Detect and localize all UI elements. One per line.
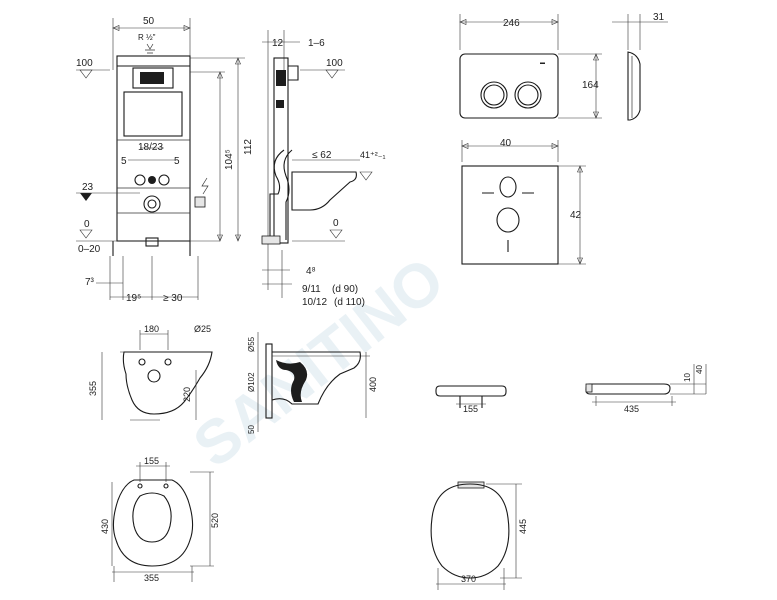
flush-plate-side: 31 xyxy=(612,12,668,121)
bowl-bottom-label: 50 xyxy=(247,425,256,434)
side-top-b-label: 1–6 xyxy=(308,38,325,49)
side-bottom-a-label: 4⁸ xyxy=(306,266,316,277)
side-depth-label: ≤ 62 xyxy=(312,150,332,161)
bowl-top-label: 180 xyxy=(144,324,159,334)
bowl-inner-label: 430 xyxy=(100,519,110,534)
side-bottom-b-note: (d 90) xyxy=(332,284,358,295)
frame-front-view: 50 R ½" 18/23 5 5 100 23 xyxy=(76,16,254,304)
frame-level-zero-label: 0 xyxy=(84,219,90,230)
seat-front-width-label: 155 xyxy=(463,404,478,414)
seat-top-width-label: 370 xyxy=(461,574,476,584)
offset-right-label: 5 xyxy=(174,156,180,167)
flush-plate-front: 246 ▬ 164 xyxy=(459,14,602,119)
bowl-length-top-label: 520 xyxy=(210,513,220,528)
frame-height-inner-label: 104⁵ xyxy=(224,149,235,170)
bowl-height-low-label: 220 xyxy=(182,387,192,402)
frame-level-range-label: 0–20 xyxy=(78,244,101,255)
bowl-top-dia-label: Ø55 xyxy=(247,336,256,352)
plate-depth-label: 31 xyxy=(653,12,665,23)
seat-side-view: 435 10 40 xyxy=(585,364,707,414)
wall-opening: 40 42 xyxy=(461,138,586,265)
bowl-side-view: Ø55 Ø102 50 400 xyxy=(247,332,378,434)
frame-width-label: 50 xyxy=(143,16,155,27)
seat-thick-b-label: 40 xyxy=(695,365,704,374)
frame-level-mid-label: 23 xyxy=(82,182,94,193)
frame-thread-label: R ½" xyxy=(138,33,156,42)
bowl-width-label: 355 xyxy=(144,573,159,583)
plate-height-label: 164 xyxy=(582,80,599,91)
seat-top-length-label: 445 xyxy=(518,519,528,534)
plate-width-label: 246 xyxy=(503,18,520,29)
bowl-outlet-dia-label: Ø102 xyxy=(247,372,256,392)
foot-b-label: ≥ 30 xyxy=(163,293,183,304)
bowl-height-label: 355 xyxy=(88,381,98,396)
bowl-front-view: 180 Ø25 355 220 xyxy=(88,324,213,421)
side-level-zero-label: 0 xyxy=(333,218,339,229)
water-supply-icon xyxy=(145,43,155,54)
bowl-hinge-label: 155 xyxy=(144,456,159,466)
bowl-top-view: 155 430 520 355 xyxy=(100,456,220,583)
side-level-top-label: 100 xyxy=(326,58,343,69)
opening-height-label: 42 xyxy=(570,210,582,221)
opening-width-label: 40 xyxy=(500,138,512,149)
frame-side-view: 12 1–6 100 ≤ 62 41⁺²₋₁ 0 4⁸ 9/11 (d 90) … xyxy=(261,30,386,308)
side-depth-tol-label: 41⁺²₋₁ xyxy=(360,150,386,160)
foot-a-label: 19⁵ xyxy=(126,293,141,304)
seat-length-label: 435 xyxy=(624,404,639,414)
side-bottom-b-label: 9/11 xyxy=(302,284,321,295)
seat-top-view: 445 370 xyxy=(430,481,528,590)
side-bottom-c-note: (d 110) xyxy=(334,297,365,308)
seat-front-view: 155 xyxy=(435,385,507,414)
electric-icon xyxy=(201,177,209,195)
frame-height-total-label: 112 xyxy=(243,139,254,155)
frame-level-top-label: 100 xyxy=(76,58,93,69)
offset-left-label: 5 xyxy=(121,156,127,167)
watermark-text: SANITINO xyxy=(181,244,457,481)
plate-logo-icon: ▬ xyxy=(540,60,545,66)
seat-thick-a-label: 10 xyxy=(683,373,692,382)
bowl-length-label: 400 xyxy=(368,377,378,392)
bowl-hole-label: Ø25 xyxy=(194,324,211,334)
foot-left-label: 7³ xyxy=(85,277,95,288)
side-top-a-label: 12 xyxy=(272,38,284,49)
inlet-spacing-label: 18/23 xyxy=(138,142,163,153)
side-bottom-c-label: 10/12 xyxy=(302,297,327,308)
